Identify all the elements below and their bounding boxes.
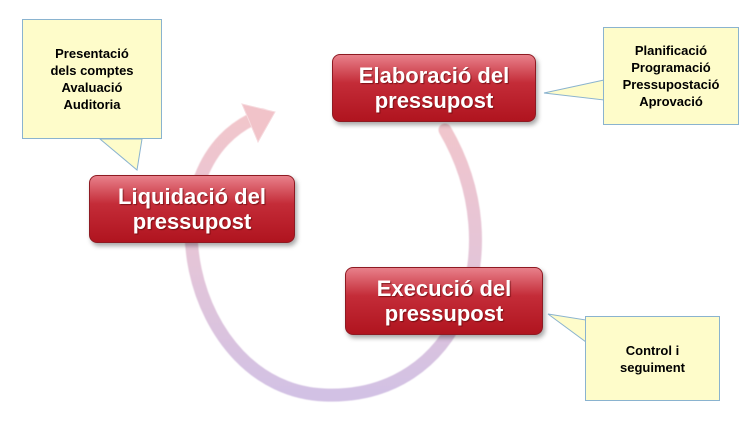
note-elaboracio-text: Planificació Programació Pressupostació … — [622, 43, 720, 109]
arrow-head-icon — [241, 103, 276, 144]
callout-tail-elaboracio — [543, 79, 605, 101]
stage-elaboracio-label: Elaboració del pressupost — [358, 63, 510, 113]
note-execucio-text: Control i seguiment — [619, 342, 685, 375]
note-liquidacio-text: Presentació dels comptes Avaluació Audit… — [50, 46, 134, 112]
callout-tail-liquidacio — [98, 138, 143, 171]
note-elaboracio: Planificació Programació Pressupostació … — [603, 27, 739, 125]
note-execucio: Control i seguiment — [585, 316, 720, 401]
stage-liquidacio-label: Liquidació del pressupost — [118, 184, 266, 234]
stage-elaboracio: Elaboració del pressupost — [332, 54, 536, 122]
callout-tail-execucio — [547, 313, 587, 343]
stage-execucio-label: Execució del pressupost — [376, 276, 512, 326]
stage-execucio: Execució del pressupost — [345, 267, 543, 335]
note-liquidacio: Presentació dels comptes Avaluació Audit… — [22, 19, 162, 139]
stage-liquidacio: Liquidació del pressupost — [89, 175, 295, 243]
